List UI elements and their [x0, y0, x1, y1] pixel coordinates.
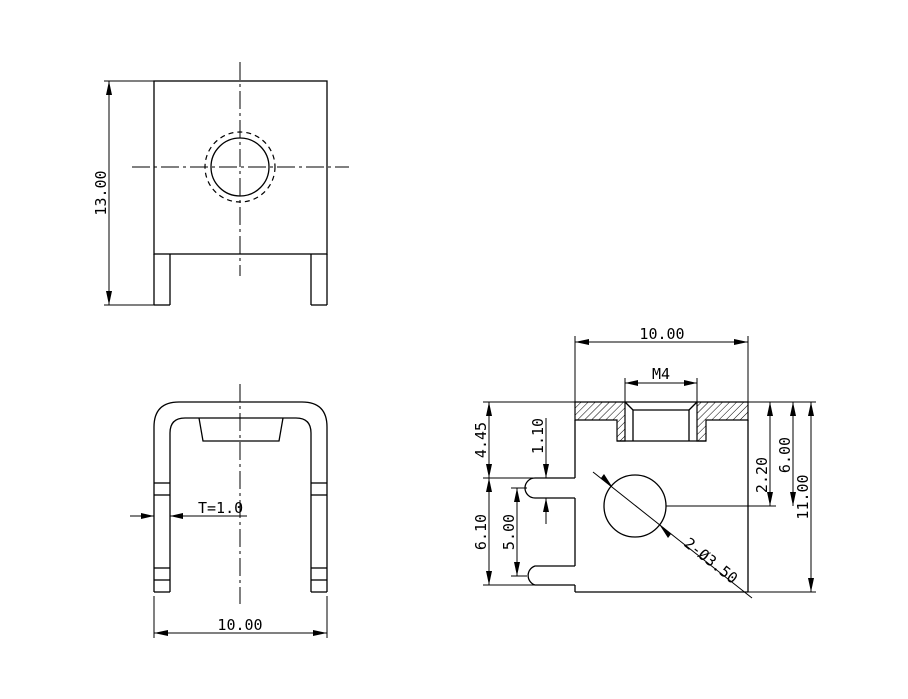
thickness-label: T=1.0 — [198, 499, 243, 517]
dim-500: 5.00 — [500, 487, 527, 577]
thread-label: M4 — [652, 365, 670, 383]
front-view — [132, 62, 349, 306]
dim-445: 4.45 — [472, 401, 575, 479]
front-height-label: 13.00 — [92, 170, 110, 215]
dim-110-label: 1.10 — [529, 418, 547, 454]
top-width-label: 10.00 — [639, 325, 684, 343]
dim-600-label: 6.00 — [776, 437, 794, 473]
dim-1100-label: 11.00 — [794, 474, 812, 519]
dim-610-label: 6.10 — [472, 514, 490, 550]
bottom-width-dimension: 10.00 — [153, 596, 328, 638]
dim-600: 6.00 — [748, 401, 816, 506]
hole-callout-label: 2-Ø3.50 — [681, 534, 742, 587]
dim-110: 1.10 — [529, 418, 575, 524]
section-hatch-left — [574, 401, 626, 442]
dim-445-label: 4.45 — [472, 422, 490, 458]
front-height-dimension: 13.00 — [92, 80, 154, 306]
bottom-width-label: 10.00 — [217, 616, 262, 634]
side-view — [153, 384, 328, 604]
dim-610: 6.10 — [472, 478, 535, 586]
top-width-dimension: 10.00 — [574, 325, 749, 402]
dim-500-label: 5.00 — [500, 514, 518, 550]
thickness-dimension: T=1.0 — [130, 499, 247, 519]
dim-220-label: 2.20 — [753, 457, 771, 493]
hole-callout-dimension: 2-Ø3.50 — [592, 471, 753, 599]
section-hatch-right — [696, 401, 749, 442]
mounting-hole-circle — [603, 474, 667, 538]
dim-220: 2.20 — [666, 402, 776, 507]
thread-dimension: M4 — [624, 365, 698, 402]
dim-1100: 11.00 — [748, 402, 816, 593]
